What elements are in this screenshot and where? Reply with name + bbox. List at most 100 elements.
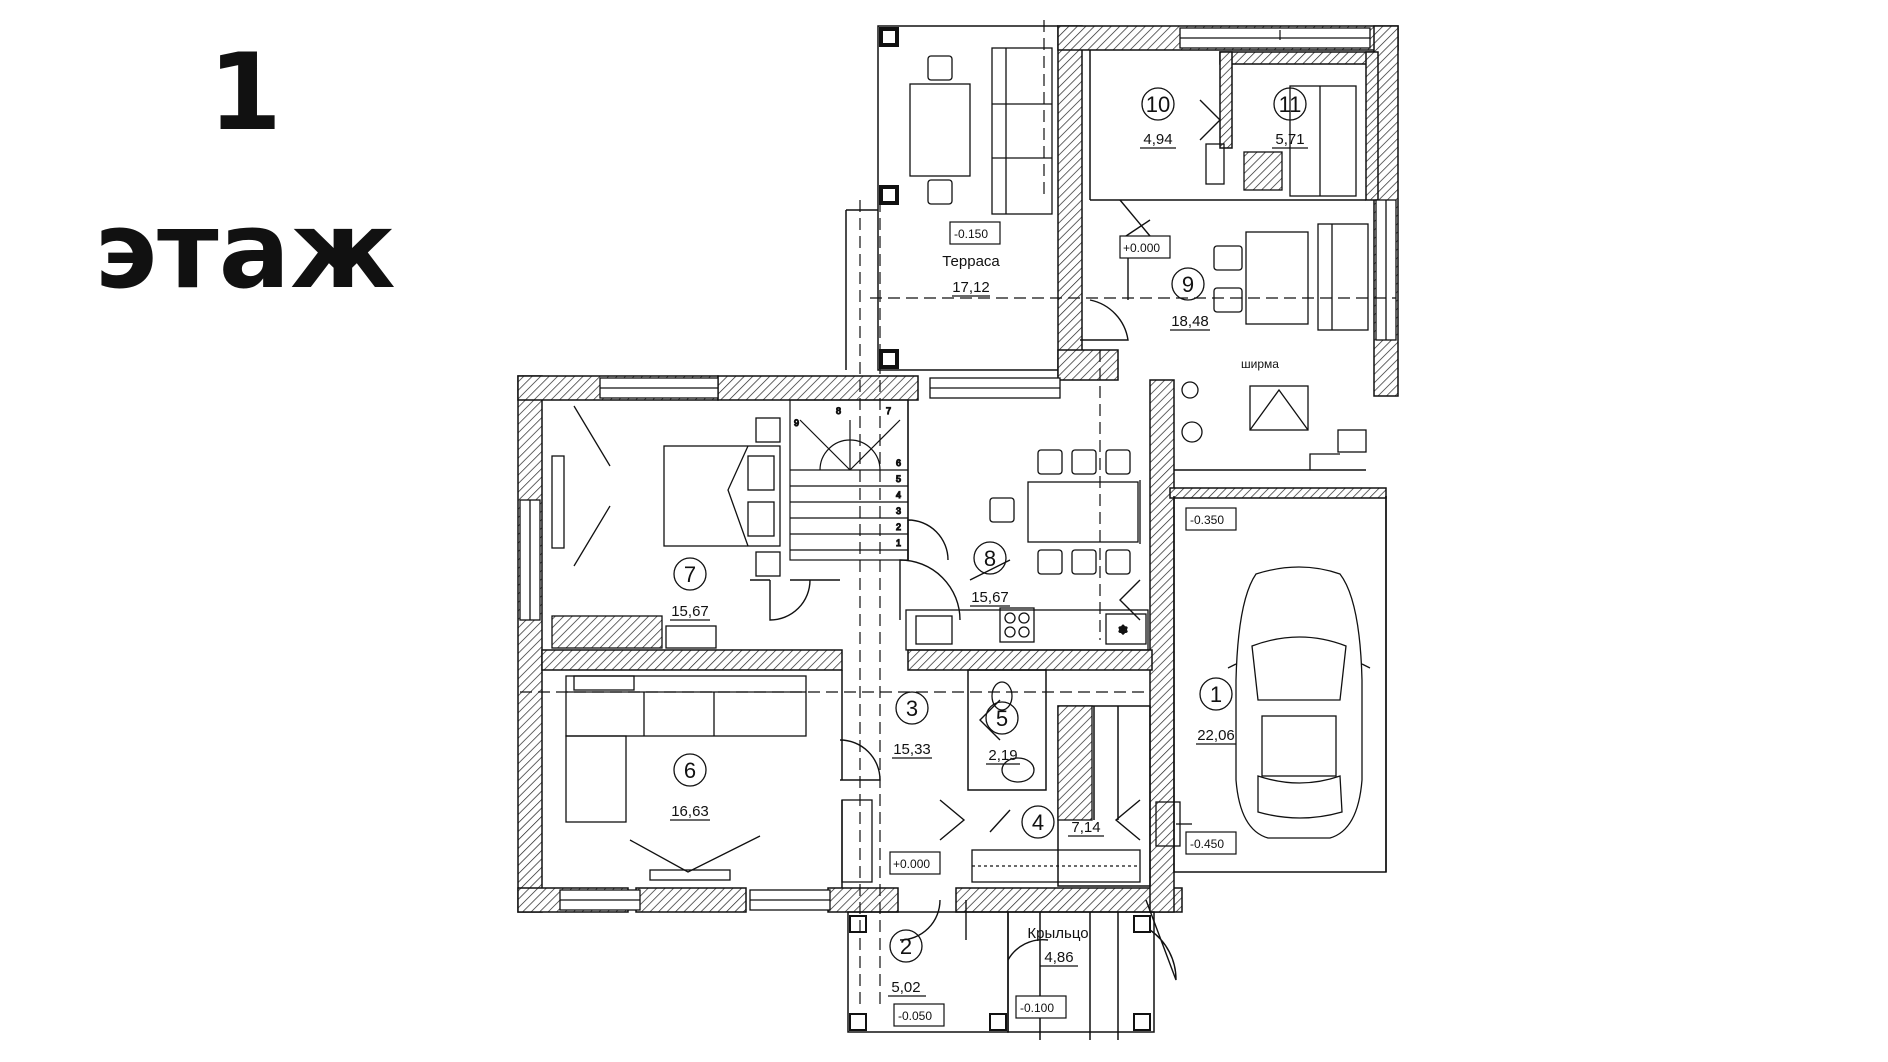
terrace-table [909, 83, 971, 177]
nightstand [755, 551, 781, 577]
room-labels [670, 87, 1308, 997]
level-hall: +0.000 [893, 857, 930, 871]
snowflake-icon: ❄ [1118, 623, 1128, 637]
lounge-sofa [1317, 223, 1369, 331]
tv-living [649, 869, 731, 881]
furniture: ❄ [551, 47, 1371, 883]
sauna-shelf [1289, 85, 1357, 197]
wall-top-left-b [717, 375, 919, 401]
doors [769, 99, 1221, 981]
sofa-corner [565, 735, 627, 823]
level-lounge: +0.000 [1123, 241, 1160, 255]
level-garage-bottom: -0.450 [1190, 837, 1224, 851]
room-number-2: 2 [900, 934, 912, 959]
wall-bottom-c [827, 887, 899, 913]
room-area-8: 15,67 [971, 589, 1009, 606]
level-vestibule: -0.050 [898, 1009, 932, 1023]
wall-bed-living [541, 649, 843, 671]
door-bedroom [899, 559, 961, 621]
level-porch: -0.100 [1020, 1001, 1054, 1015]
boiler [1249, 385, 1309, 431]
hall-bench [841, 799, 873, 883]
floor-heading: 1 этаж [70, 40, 420, 304]
screen-label: ширма [1241, 357, 1279, 371]
wall-sauna-left [1219, 51, 1233, 149]
level-lounge-box [1119, 235, 1171, 259]
wardrobe-closet [1057, 705, 1093, 821]
wall-left [517, 375, 543, 913]
room-number-10: 10 [1146, 92, 1170, 117]
level-terrace-box [949, 221, 1001, 245]
stair-step-6: 6 [896, 458, 901, 468]
room-number-1: 1 [1210, 682, 1222, 707]
door-terrace [1080, 299, 1129, 341]
porch-area: 4,86 [1044, 949, 1073, 966]
nightstand [755, 417, 781, 443]
wall-mid-right [1149, 379, 1175, 913]
terrace-sofa [991, 47, 1053, 215]
stair-step-8: 8 [836, 406, 841, 416]
floor-label: этаж [94, 189, 396, 312]
wall-sauna-top [1219, 51, 1375, 65]
room-area-10: 4,94 [1143, 131, 1172, 148]
terrace-chair [927, 179, 953, 205]
room-number-11: 11 [1279, 92, 1302, 117]
stair-step-5: 5 [896, 474, 901, 484]
room-area-6: 16,63 [671, 803, 709, 820]
sauna-bench [1205, 143, 1225, 185]
axis-lines [520, 20, 1396, 1010]
porch-outline [1007, 911, 1155, 1033]
room-number-7: 7 [684, 562, 696, 587]
room-area-11: 5,71 [1275, 131, 1304, 148]
terrace-name: Терраса [942, 253, 1000, 270]
room-area-1: 22,06 [1197, 727, 1235, 744]
windows [519, 27, 1397, 911]
stair-step-4: 4 [896, 490, 901, 500]
sink [915, 615, 953, 645]
level-porch-box [1015, 995, 1067, 1019]
bath-sink [1001, 757, 1035, 783]
stair-step-1: 1 [896, 538, 901, 548]
stair-step-2: 2 [896, 522, 901, 532]
room-number-5: 5 [996, 706, 1008, 731]
sofa-living [565, 675, 807, 737]
room-number-3: 3 [906, 696, 918, 721]
room-area-9: 18,48 [1171, 313, 1209, 330]
terrace-chair [927, 55, 953, 81]
wall-garage-top [1169, 487, 1387, 499]
floor-number: 1 [208, 31, 282, 154]
level-garage-top-box [1185, 507, 1237, 531]
room-area-3: 15,33 [893, 741, 931, 758]
stair-step-3: 3 [896, 506, 901, 516]
wall-bottom-b [635, 887, 747, 913]
wall-annex-left [1057, 25, 1083, 377]
level-garage-top: -0.350 [1190, 513, 1224, 527]
room-area-4: 7,14 [1071, 819, 1100, 836]
car [1227, 566, 1371, 839]
terrace-area: 17,12 [952, 279, 990, 296]
level-marks [889, 221, 1237, 1027]
level-garage-bottom-box [1185, 831, 1237, 855]
tv-bedroom [551, 455, 565, 549]
stair-step-7: 7 [886, 406, 891, 416]
toilet [991, 681, 1013, 711]
room-area-7: 15,67 [671, 603, 709, 620]
level-hall-box [889, 851, 941, 875]
lounge-table [1245, 231, 1309, 325]
stair-step-9: 9 [794, 418, 799, 428]
room-number-4: 4 [1032, 810, 1044, 835]
room-number-6: 6 [684, 758, 696, 783]
bed [663, 445, 781, 547]
room-area-2: 5,02 [891, 979, 920, 996]
wardrobe-bedroom [551, 615, 663, 649]
wall-annex-corner [1057, 349, 1119, 381]
room-number-8: 8 [984, 546, 996, 571]
wall-kitchen-bottom [907, 649, 1153, 671]
sauna-stove [1243, 151, 1283, 191]
wall-sauna-right [1365, 51, 1379, 201]
cooktop [999, 607, 1035, 643]
terrace-outline [877, 25, 1058, 371]
room-number-9: 9 [1182, 272, 1194, 297]
kitchen-counter [905, 609, 1149, 651]
